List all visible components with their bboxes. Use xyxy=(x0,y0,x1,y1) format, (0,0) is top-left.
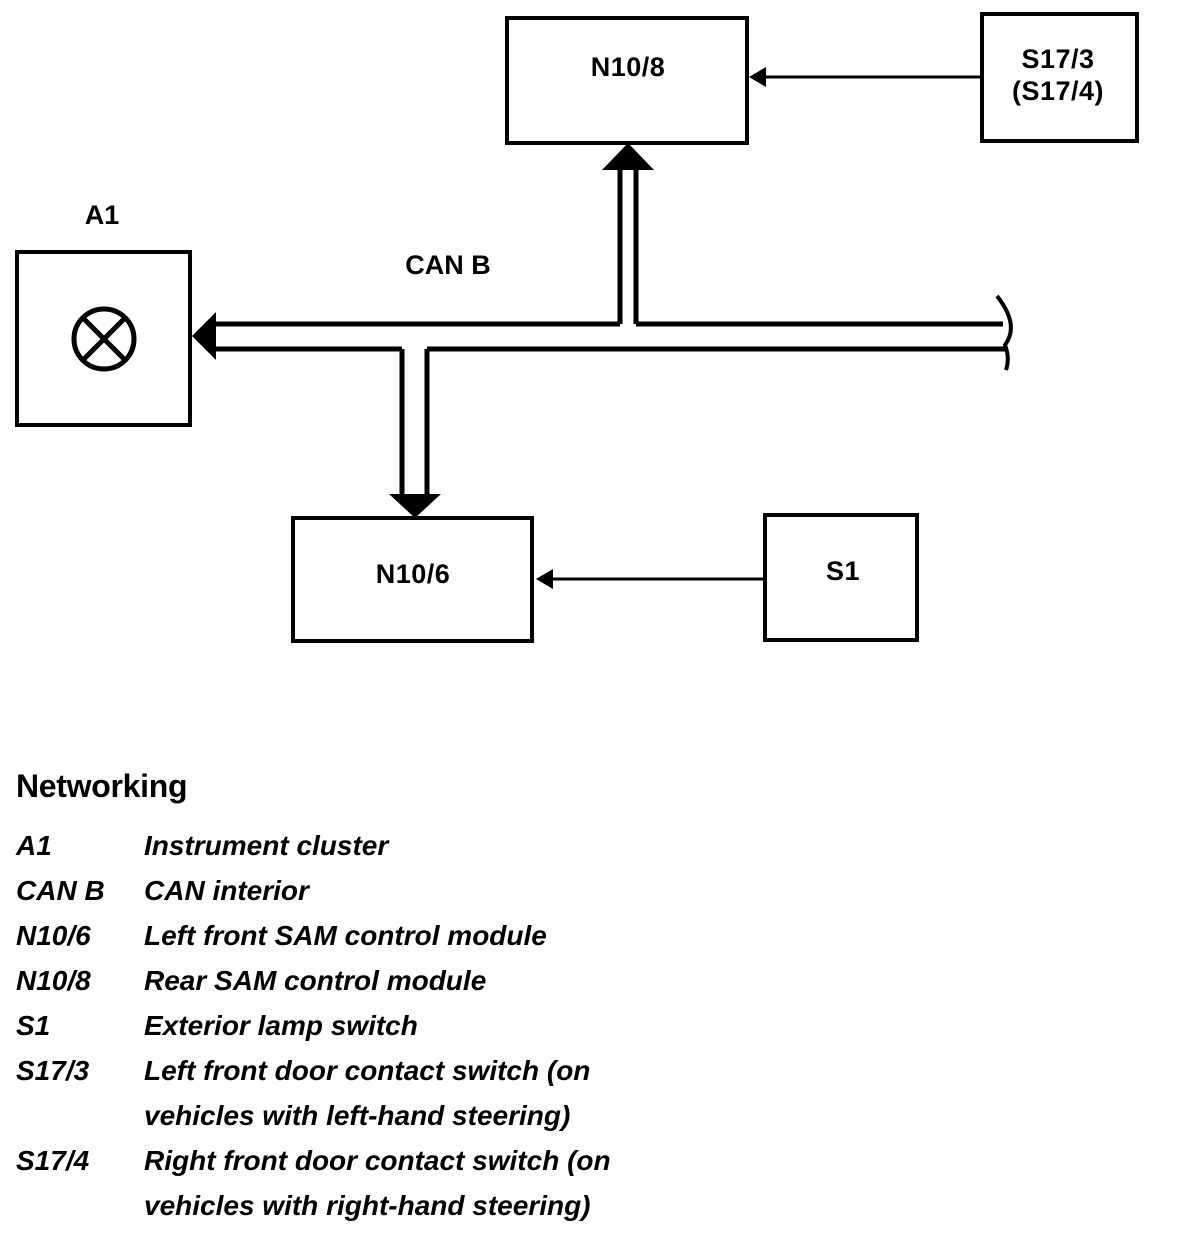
node-s1-label: S1 xyxy=(826,556,860,586)
legend-item-n10-6: N10/6 Left front SAM control module xyxy=(16,913,716,958)
node-n10-8-label: N10/8 xyxy=(591,52,666,82)
legend-desc-line: Right front door contact switch (on xyxy=(144,1145,611,1176)
legend-desc: Left front door contact switch (on vehic… xyxy=(144,1048,684,1138)
legend-item-s1: S1 Exterior lamp switch xyxy=(16,1003,716,1048)
legend-title: Networking xyxy=(16,768,188,804)
arrow-s1-to-n10-6 xyxy=(536,569,765,589)
node-a1-label: A1 xyxy=(85,200,120,230)
arrowhead-to-n10-6 xyxy=(389,494,441,518)
legend-item-a1: A1 Instrument cluster xyxy=(16,823,716,868)
legend-desc: CAN interior xyxy=(144,868,684,913)
legend-desc-line: Exterior lamp switch xyxy=(144,1010,418,1041)
legend-item-s17-4: S17/4 Right front door contact switch (o… xyxy=(16,1138,716,1228)
legend-desc-line: Rear SAM control module xyxy=(144,965,487,996)
legend-desc: Exterior lamp switch xyxy=(144,1003,684,1048)
node-s1-box xyxy=(763,513,919,642)
legend-desc-line: vehicles with right-hand steering) xyxy=(144,1190,591,1221)
legend-desc-line: vehicles with left-hand steering) xyxy=(144,1100,571,1131)
arrow-s17-to-n10-8 xyxy=(749,67,982,87)
legend-item-n10-8: N10/8 Rear SAM control module xyxy=(16,958,716,1003)
legend-desc-line: Left front SAM control module xyxy=(144,920,547,951)
networking-diagram: N10/8 S17/3 (S17/4) A1 CAN B xyxy=(15,12,1139,643)
node-a1 xyxy=(15,250,192,427)
arrowhead-to-n10-8 xyxy=(602,143,654,170)
lamp-symbol-icon xyxy=(71,306,137,372)
legend-desc-line: CAN interior xyxy=(144,875,309,906)
node-n10-8-box xyxy=(505,16,749,145)
legend-code: S1 xyxy=(16,1010,51,1041)
node-s17: S17/3 (S17/4) xyxy=(980,12,1139,143)
legend-item-s17-3: S17/3 Left front door contact switch (on… xyxy=(16,1048,716,1138)
node-s1: S1 xyxy=(763,513,919,642)
legend-desc-line: Left front door contact switch (on xyxy=(144,1055,591,1086)
legend-code: N10/8 xyxy=(16,965,91,996)
node-s17-label-line1: S17/3 xyxy=(1021,44,1094,74)
node-n10-6: N10/6 xyxy=(291,516,534,643)
legend-code: S17/4 xyxy=(16,1145,90,1176)
legend-desc: Instrument cluster xyxy=(144,823,684,868)
legend-desc: Right front door contact switch (on vehi… xyxy=(144,1138,684,1228)
legend-desc-line: Instrument cluster xyxy=(144,830,389,861)
node-n10-6-label: N10/6 xyxy=(376,559,451,589)
arrowhead-to-a1 xyxy=(192,312,216,360)
legend-code: N10/6 xyxy=(16,920,91,951)
node-s17-box xyxy=(980,12,1139,143)
legend-code: S17/3 xyxy=(16,1055,90,1086)
can-b-bus-label: CAN B xyxy=(405,250,491,280)
legend-item-can-b: CAN B CAN interior xyxy=(16,868,716,913)
can-b-bus xyxy=(213,170,1013,498)
node-n10-8: N10/8 xyxy=(505,16,749,145)
node-s17-label-line2: (S17/4) xyxy=(1012,76,1104,106)
node-n10-6-box xyxy=(291,516,534,643)
legend: Networking A1 Instrument cluster CAN B C… xyxy=(16,768,716,1228)
legend-desc: Left front SAM control module xyxy=(144,913,684,958)
legend-code: A1 xyxy=(16,830,52,861)
legend-code: CAN B xyxy=(16,875,105,906)
legend-desc: Rear SAM control module xyxy=(144,958,684,1003)
